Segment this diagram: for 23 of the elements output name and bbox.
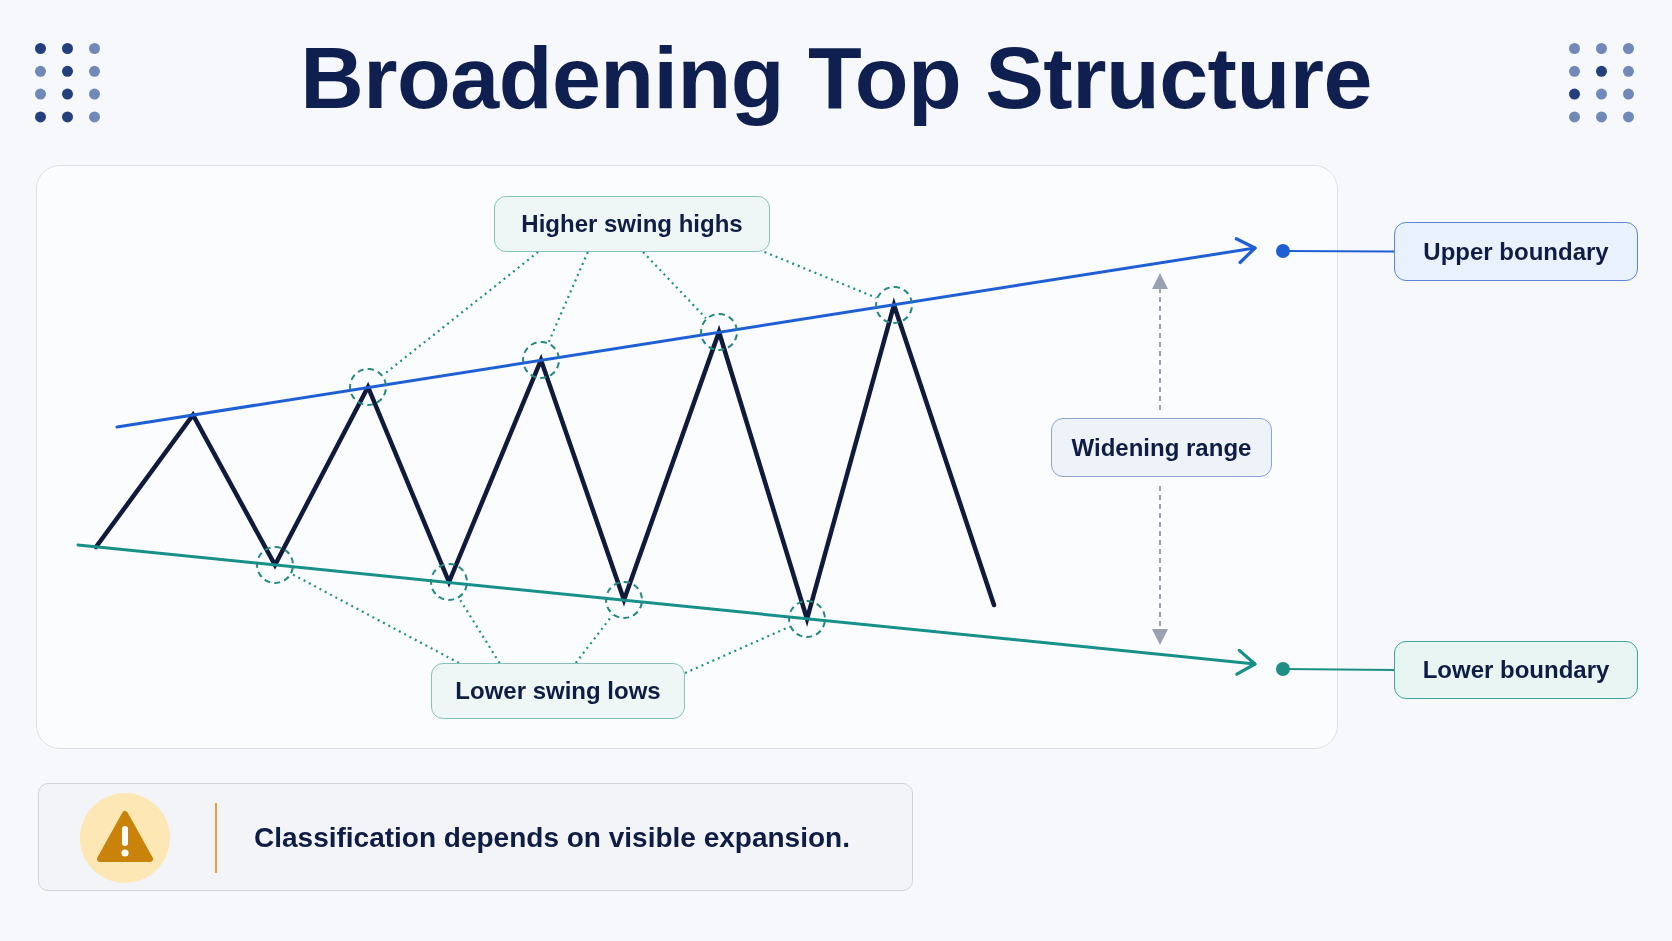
warning-message: Classification depends on visible expansion. — [254, 822, 850, 854]
dashed-circle-marker — [875, 286, 913, 324]
leader-line — [1276, 244, 1394, 258]
callout-label: Upper boundary — [1394, 222, 1638, 281]
dashed-circle-marker — [788, 600, 826, 638]
warning-panel — [38, 783, 913, 891]
callout-label: Widening range — [1051, 418, 1272, 477]
leader-line — [764, 251, 877, 299]
leader-line — [291, 572, 460, 664]
callout-label: Lower swing lows — [431, 663, 685, 719]
leader-line — [642, 251, 707, 319]
leader-line — [1276, 662, 1394, 676]
dashed-circle-marker — [349, 368, 387, 406]
dashed-circle-marker — [522, 341, 560, 379]
callout-label: Higher swing highs — [494, 196, 770, 252]
dashed-circle-marker — [605, 581, 643, 619]
callout-label: Lower boundary — [1394, 641, 1638, 699]
leader-line — [547, 251, 589, 343]
dashed-circle-marker — [430, 563, 468, 601]
dashed-circle-marker — [700, 313, 738, 351]
leader-line — [458, 597, 501, 664]
leader-line — [574, 614, 614, 664]
dashed-circle-marker — [256, 546, 294, 584]
